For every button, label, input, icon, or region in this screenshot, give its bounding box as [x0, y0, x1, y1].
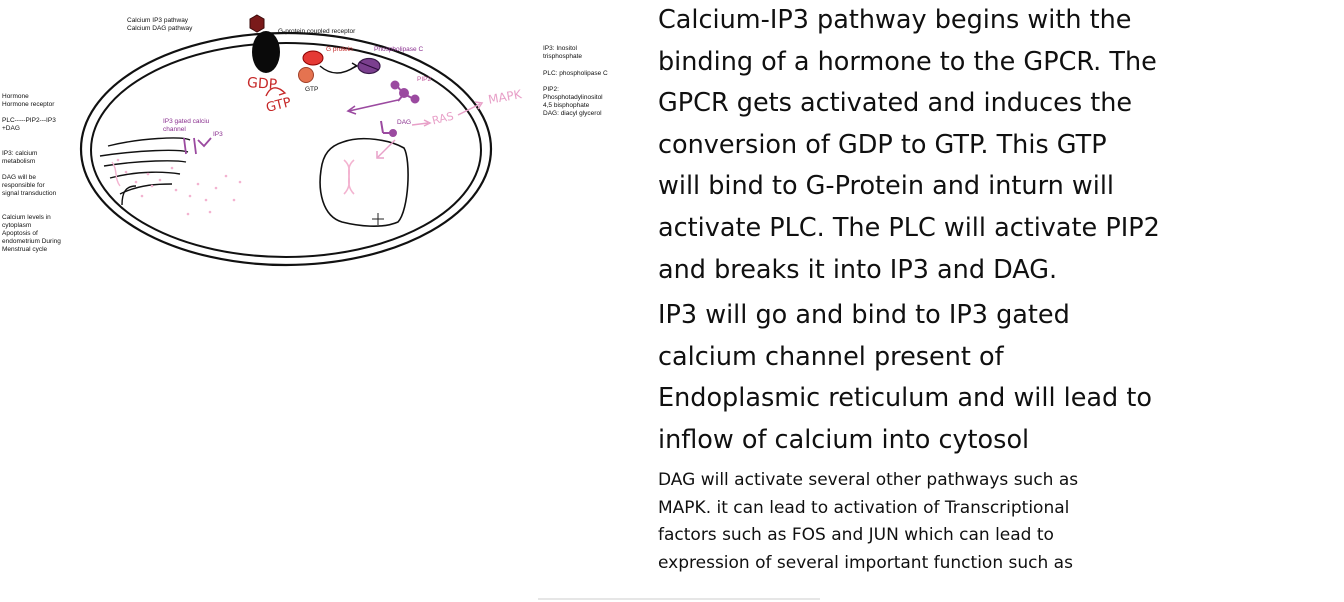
- note-ip3-2: metabolism: [2, 158, 36, 165]
- note-calcium-2: cytoplasm: [2, 222, 32, 229]
- p3-line: MAPK. it can lead to activation of Trans…: [658, 497, 1070, 518]
- p3-line: factors such as FOS and JUN which can le…: [658, 525, 1054, 545]
- note-dag-def: DAG: diacyl glycerol: [543, 110, 602, 117]
- p2-line: Endoplasmic reticulum and will lead to: [658, 383, 1152, 414]
- note-ip3-1: IP3: calcium: [2, 150, 38, 157]
- nucleus: [319, 137, 409, 227]
- ras-mapk-arrow: [457, 103, 481, 116]
- receptor-label: G-protein coupled receptor: [278, 28, 356, 35]
- note-plc-def: PLC: phospholipase C: [543, 70, 608, 77]
- note-calcium-3: Apoptosis of: [2, 230, 38, 237]
- calcium-flow-marks: [111, 161, 121, 187]
- note-ip3-def-2: trisphosphate: [543, 53, 583, 60]
- note-pip2-def-3: 4,5 bisphophate: [543, 102, 590, 109]
- gpcr-receptor: [252, 31, 280, 73]
- p2-line: calcium channel present of: [658, 341, 1004, 372]
- p1-line: activate PLC. The PLC will activate PIP2: [658, 212, 1160, 243]
- header-line2: Calcium DAG pathway: [127, 25, 193, 32]
- dag-ras-arrow: [411, 122, 429, 126]
- note-plc-2: +DAG: [2, 125, 20, 132]
- p2-line: IP3 will go and bind to IP3 gated: [658, 300, 1070, 330]
- ip3-gated-label-2: channel: [163, 126, 186, 133]
- note-hormone: Hormone: [2, 93, 29, 100]
- pip2-molecule: [390, 80, 420, 104]
- dag-molecule: [380, 120, 397, 137]
- calcium-dots: [116, 158, 242, 216]
- note-ip3-def-1: IP3: Inositol: [543, 45, 577, 52]
- gdp-hand-label: GDP: [246, 74, 278, 94]
- note-dag-3: signal transduction: [2, 190, 57, 197]
- hormone-hexagon: [249, 14, 265, 33]
- cursor-crosshair: [372, 213, 384, 225]
- header-line1: Calcium IP3 pathway: [127, 17, 189, 24]
- note-calcium-4: endometrium During: [2, 238, 61, 245]
- gprotein-to-plc-arrow: [319, 65, 357, 74]
- cell-membrane-outer: [79, 31, 493, 267]
- paragraph-dag: DAG will activate several other pathways…: [658, 467, 1128, 577]
- dag-to-nucleus-arrow: [377, 139, 396, 158]
- note-hormone-receptor: Hormone receptor: [2, 101, 55, 108]
- endoplasmic-reticulum: [99, 137, 191, 206]
- note-pip2-def-2: Phosphotadylinositol: [543, 94, 603, 101]
- note-dag-2: responsible for: [2, 182, 45, 189]
- ip3-gated-label-1: IP3 gated calciu: [163, 118, 210, 125]
- cell-membrane-inner: [90, 42, 482, 258]
- p3-line: expression of several important function…: [658, 552, 1073, 573]
- gtp-label: GTP: [305, 86, 319, 93]
- phospholipase-label: Phospholipase C: [374, 46, 424, 53]
- pip2-to-ip3-arrow: [348, 99, 399, 112]
- g-protein: [302, 50, 324, 66]
- p1-line: will bind to G-Protein and inturn will: [658, 171, 1114, 202]
- paragraph-ip3-binding: IP3 will go and bind to IP3 gated calciu…: [658, 295, 1258, 461]
- p1-line: binding of a hormone to the GPCR. The: [658, 46, 1157, 77]
- note-dag-1: DAG will be: [2, 174, 36, 181]
- note-pip2-def-1: PIP2:: [543, 86, 559, 93]
- p1-line: conversion of GDP to GTP. This GTP: [658, 129, 1107, 160]
- paragraph-ip3-pathway: Calcium-IP3 pathway begins with the bind…: [658, 0, 1258, 291]
- p1-line: GPCR gets activated and induces the: [658, 88, 1133, 119]
- note-plc-1: PLC-----PIP2---IP3: [2, 117, 56, 124]
- pip2-label: PIP2: [417, 76, 432, 83]
- p2-line: inflow of calcium into cytosol: [658, 424, 1030, 455]
- g-protein-label: G protein: [326, 46, 353, 53]
- note-calcium-1: Calcium levels in: [2, 214, 51, 221]
- note-calcium-5: Menstrual cycle: [2, 246, 48, 253]
- p3-line: DAG will activate several other pathways…: [658, 470, 1079, 490]
- p1-line: Calcium-IP3 pathway begins with the: [658, 5, 1132, 35]
- dag-label: DAG: [397, 119, 412, 126]
- gtp-ball: [298, 67, 314, 83]
- dna-strand: [343, 159, 355, 195]
- p1-line: and breaks it into IP3 and DAG.: [658, 254, 1058, 285]
- bottom-divider: [538, 598, 820, 600]
- ip3-label: IP3: [213, 131, 223, 138]
- ip3-gated-channel: [183, 137, 212, 155]
